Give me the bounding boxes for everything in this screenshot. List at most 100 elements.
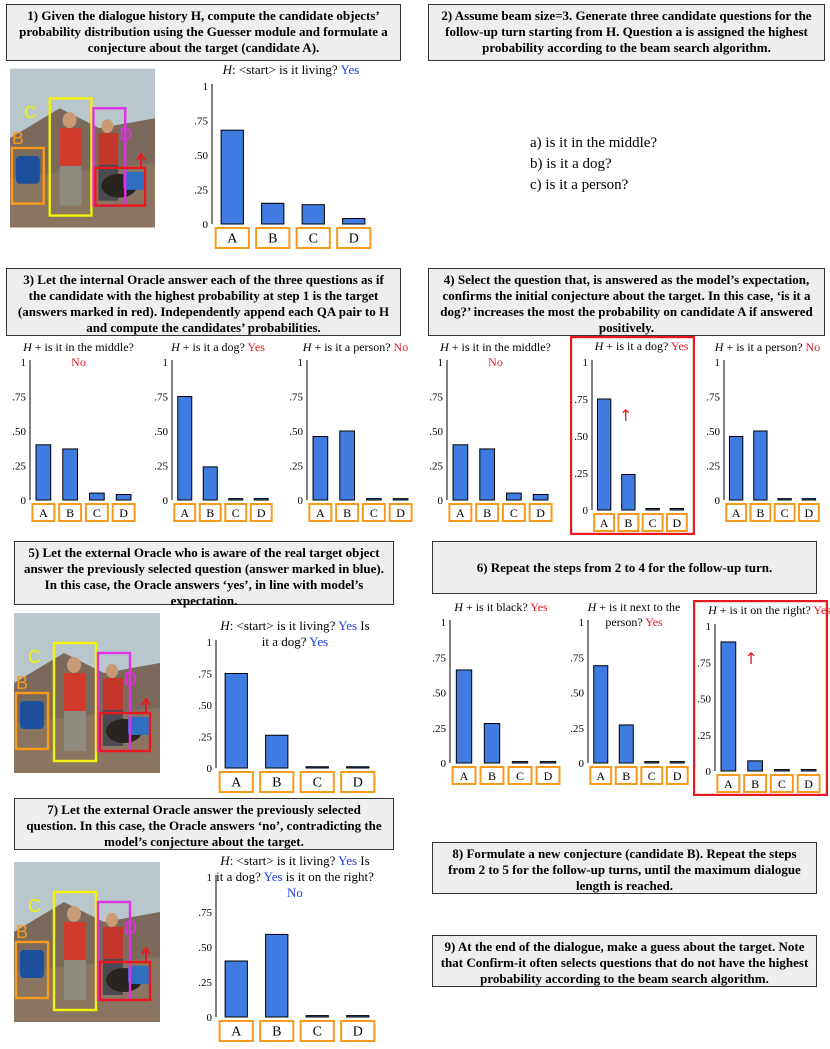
person-c-body	[59, 128, 82, 166]
title-part: H	[708, 603, 717, 617]
category-box	[641, 513, 664, 532]
step-6-text: 6) Repeat the steps from 2 to 4 for the …	[476, 559, 773, 575]
category-box	[336, 227, 372, 249]
step-5-box: 5) Let the external Oracle who is aware …	[14, 541, 394, 608]
title-part: is it on the right?	[282, 869, 374, 884]
category-box	[475, 503, 500, 522]
bar-b	[753, 430, 768, 501]
category-label: B	[624, 516, 632, 530]
step-1-box: 1) Given the dialogue history H, compute…	[6, 4, 401, 61]
category-box	[725, 503, 748, 522]
increase-arrow-icon: ↑	[619, 406, 632, 425]
person-c-body	[64, 673, 86, 711]
y-tick-label: 1	[583, 357, 589, 369]
category-label: A	[732, 506, 741, 520]
category-label: D	[673, 516, 682, 530]
y-tick-label: .75	[154, 392, 168, 404]
title-part: Yes	[530, 600, 548, 614]
y-tick-label: .25	[574, 468, 588, 480]
title-part: : <start> is it living?	[229, 618, 339, 633]
person-c-legs	[59, 165, 82, 206]
y-tick-label: 0	[203, 219, 209, 231]
category-label: C	[313, 1025, 322, 1040]
step-9-box: 9) At the end of the dialogue, make a gu…	[432, 935, 817, 987]
y-tick-label: 1	[298, 357, 304, 369]
category-box	[308, 503, 333, 522]
y-tick-label: .25	[289, 461, 303, 473]
title-part: : <start> is it living?	[229, 853, 339, 868]
step-7-text: 7) Let the external Oracle answer the pr…	[26, 802, 382, 849]
person-e-head	[106, 913, 118, 927]
category-label: A	[39, 506, 48, 520]
step-7-box: 7) Let the external Oracle answer the pr…	[14, 798, 394, 850]
y-tick-label: .50	[12, 426, 26, 438]
bar-b	[747, 760, 763, 772]
y-tick-label: 1	[579, 617, 585, 629]
bar-d	[253, 498, 269, 501]
step-3-box: 3) Let the internal Oracle answer each o…	[6, 268, 401, 336]
y-tick-label: .50	[570, 688, 584, 700]
category-box	[361, 503, 386, 522]
title-part: Is it a dog?	[216, 853, 370, 884]
title-part: No	[71, 355, 86, 369]
category-box	[773, 503, 796, 522]
title-part: Yes	[338, 853, 358, 868]
title-part: H	[23, 340, 32, 354]
step-4-text: 4) Select the question that, is answered…	[440, 272, 813, 335]
bar-d	[669, 508, 685, 511]
bbox-a	[94, 166, 147, 207]
bar-b	[202, 466, 218, 501]
title-part: + is it in the middle?	[31, 340, 134, 354]
y-tick-label: .25	[194, 185, 208, 197]
person-e-head	[106, 664, 118, 678]
bar-d	[539, 761, 557, 764]
title-part: Yes	[263, 869, 283, 884]
category-label: D	[353, 1025, 363, 1040]
bbox-label-c: C	[28, 896, 41, 916]
y-tick-label: 0	[163, 495, 169, 507]
category-label: B	[483, 506, 491, 520]
bar-a	[455, 669, 473, 764]
y-tick-label: .25	[12, 461, 26, 473]
category-box	[218, 1020, 254, 1042]
bar-d	[346, 766, 370, 769]
bar-b	[261, 202, 285, 225]
y-tick-label: .50	[706, 426, 720, 438]
bbox-label-d: D	[119, 124, 132, 144]
person-c-legs	[64, 711, 86, 751]
person-e-body	[103, 927, 123, 959]
y-tick-label: 1	[441, 617, 447, 629]
category-label: A	[316, 506, 325, 520]
category-label: A	[231, 1025, 242, 1040]
y-tick-label: .75	[429, 392, 443, 404]
question-b: b) is it a dog?	[530, 156, 612, 172]
y-tick-label: .50	[574, 431, 588, 443]
category-box	[84, 503, 109, 522]
y-tick-label: .50	[697, 694, 711, 706]
title-part: H	[440, 340, 449, 354]
category-box	[198, 503, 222, 522]
chart-title: H + is it a person? No	[293, 340, 418, 355]
y-tick-label: .75	[198, 907, 212, 919]
selected-chart-frame	[569, 335, 696, 536]
category-label: A	[600, 516, 609, 530]
blue-pack	[128, 717, 150, 735]
step-2-box: 2) Assume beam size=3. Generate three ca…	[428, 4, 825, 61]
category-box	[224, 503, 248, 522]
y-tick-label: 0	[706, 766, 712, 778]
category-box	[640, 766, 664, 785]
y-tick-label: .50	[289, 426, 303, 438]
title-part: + is it black?	[462, 600, 531, 614]
title-part: No	[805, 340, 821, 354]
bar-c	[506, 492, 522, 501]
category-label: B	[272, 776, 281, 791]
